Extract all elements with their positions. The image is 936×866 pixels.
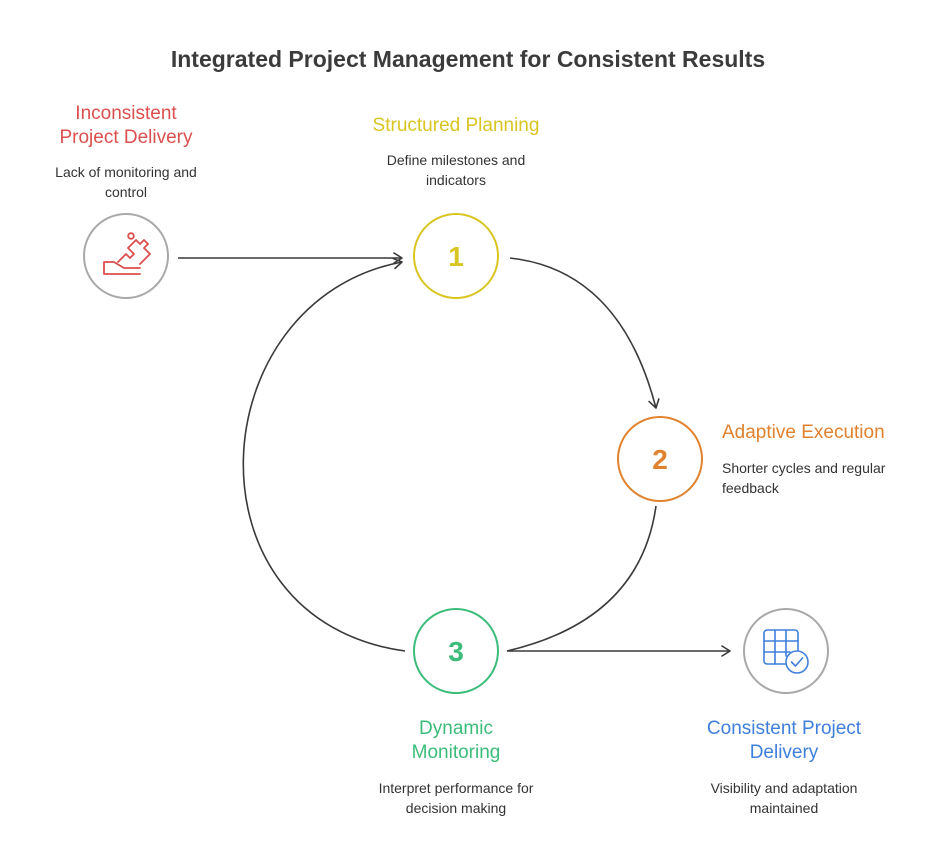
grid-check-icon xyxy=(763,629,809,674)
arc-step3-to-step1 xyxy=(242,257,406,652)
step1-heading: Structured Planning xyxy=(372,115,540,136)
step3-heading-line2: Monitoring xyxy=(411,742,501,763)
step2-desc-line2: feedback xyxy=(722,480,779,496)
step3-desc-line1: Interpret performance for xyxy=(378,780,534,796)
step3-circle xyxy=(413,608,499,694)
step3-desc-line2: decision making xyxy=(405,800,507,816)
step2-number: 2 xyxy=(652,444,668,475)
step3-number: 3 xyxy=(448,636,464,667)
start-desc-line2: control xyxy=(104,184,148,200)
page-title: Integrated Project Management for Consis… xyxy=(170,46,766,72)
end-heading-line1: Consistent Project xyxy=(706,718,862,739)
end-desc-line1: Visibility and adaptation xyxy=(710,780,858,796)
end-desc-line2: maintained xyxy=(749,800,819,816)
step1-circle xyxy=(413,213,499,299)
arrow-step1-to-step2 xyxy=(509,257,660,409)
step1-desc-line2: indicators xyxy=(426,172,486,188)
puzzle-hand-icon xyxy=(103,232,151,275)
step2-desc-line1: Shorter cycles and regular xyxy=(722,460,886,476)
start-desc-line1: Lack of monitoring and xyxy=(55,164,197,180)
start-heading-line2: Project Delivery xyxy=(59,127,193,148)
step1-number: 1 xyxy=(448,241,464,272)
start-node xyxy=(83,213,169,299)
arc-step2-to-step3 xyxy=(506,505,657,652)
step2-circle xyxy=(617,416,703,502)
step3-heading-line1: Dynamic xyxy=(419,718,493,739)
end-heading-line2: Delivery xyxy=(749,742,819,763)
step1-desc-line1: Define milestones and xyxy=(386,152,526,168)
start-heading-line1: Inconsistent xyxy=(75,103,177,124)
step2-heading: Adaptive Execution xyxy=(722,422,885,443)
